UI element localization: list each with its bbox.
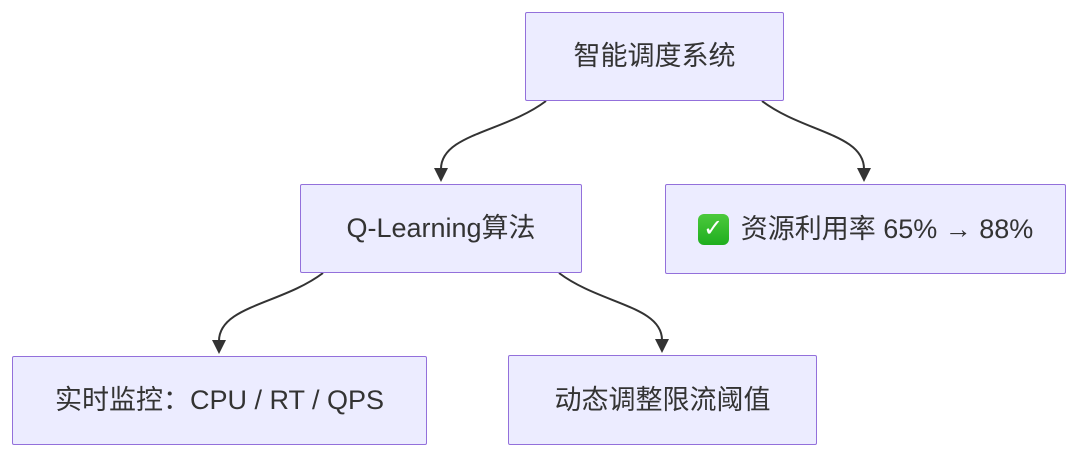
node-label: 动态调整限流阈值 (554, 384, 771, 415)
node-q-learning-algorithm: Q-Learning算法 (300, 184, 582, 273)
check-mark-icon: ✓ (697, 213, 729, 245)
node-label: 资源利用率 65% → 88% (740, 213, 1034, 244)
node-dynamic-throttle-adjustment: 动态调整限流阈值 (508, 355, 817, 445)
edge-root-to-result (761, 100, 871, 182)
node-label: Q-Learning算法 (346, 213, 536, 244)
node-intelligent-scheduling-system: 智能调度系统 (525, 12, 784, 101)
edge-algorithm-to-monitor (212, 272, 324, 354)
node-label: 实时监控：CPU / RT / QPS (54, 385, 385, 416)
node-label: 智能调度系统 (573, 41, 736, 72)
node-resource-utilization-result: ✓ 资源利用率 65% → 88% (665, 184, 1066, 274)
edge-algorithm-to-adjust (558, 272, 669, 353)
edge-root-to-algorithm (434, 100, 547, 182)
node-realtime-monitoring: 实时监控：CPU / RT / QPS (12, 356, 427, 445)
